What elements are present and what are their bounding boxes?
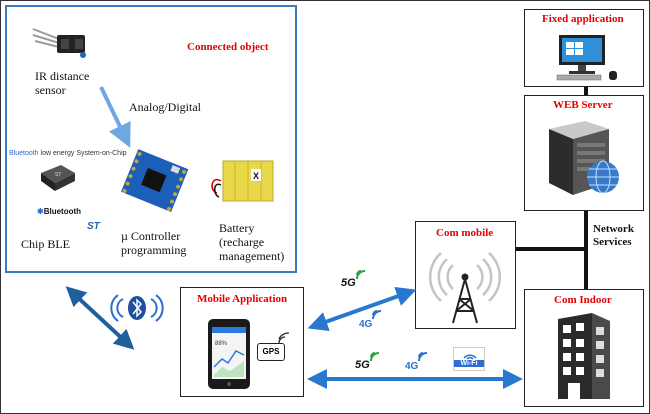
ble-brand-small: Bluetooth bbox=[9, 150, 39, 157]
mobile-application-title: Mobile Application bbox=[197, 293, 288, 305]
svg-text:88%: 88% bbox=[215, 341, 228, 347]
ble-chip-image: ST bbox=[41, 165, 75, 191]
ir-sensor-image bbox=[32, 28, 86, 58]
battery-label-line1: Battery bbox=[219, 221, 255, 235]
svg-text:ST: ST bbox=[55, 172, 61, 178]
cell-tower-icon bbox=[428, 252, 502, 324]
label-4g-mobile-text: 4G bbox=[359, 319, 373, 330]
network-services-line2: Services bbox=[593, 236, 632, 248]
indoor-link-arrow bbox=[307, 369, 523, 389]
gps-label: GPS bbox=[262, 347, 280, 356]
label-5g-indoor: 5G bbox=[355, 359, 370, 371]
com-mobile-title: Com mobile bbox=[436, 227, 494, 239]
label-5g-indoor-text: 5G bbox=[355, 359, 370, 371]
mobile-network-arrow bbox=[307, 286, 417, 332]
label-4g-mobile: 4G bbox=[359, 319, 372, 330]
com-indoor-title: Com Indoor bbox=[554, 294, 612, 306]
backbone-line bbox=[584, 211, 588, 289]
com-mobile-link-line bbox=[516, 247, 586, 251]
web-server-title: WEB Server bbox=[553, 99, 613, 111]
bluetooth-brand-text: Bluetooth bbox=[43, 207, 82, 216]
label-4g-indoor: 4G bbox=[405, 361, 418, 372]
controller-label-line1: µ Controller bbox=[121, 229, 181, 243]
controller-label-line2: programming bbox=[121, 243, 187, 257]
network-services-label: Network Services bbox=[593, 223, 634, 249]
bluetooth-icon bbox=[110, 294, 164, 322]
gps-badge: GPS bbox=[257, 343, 285, 361]
controller-label: µ Controller programming bbox=[121, 229, 186, 257]
network-services-line1: Network bbox=[593, 223, 634, 235]
microcontroller-board-image bbox=[121, 149, 189, 212]
connected-object-box bbox=[5, 5, 297, 273]
label-5g-mobile-text: 5G bbox=[341, 277, 356, 289]
signal-5g-mobile-icon bbox=[356, 270, 366, 280]
connected-object-title: Connected object bbox=[187, 41, 269, 53]
battery-pack-image: X bbox=[211, 160, 274, 202]
analog-digital-label: Analog/Digital bbox=[129, 100, 201, 114]
label-5g-mobile: 5G bbox=[341, 277, 356, 289]
chip-ble-label: Chip BLE bbox=[21, 237, 71, 251]
battery-label: Battery (recharge management) bbox=[219, 221, 284, 263]
signal-4g-mobile-icon bbox=[372, 310, 382, 320]
ir-sensor-label: IR distance sensor bbox=[35, 69, 89, 97]
wifi-label: Wi-Fi bbox=[454, 360, 484, 367]
label-4g-indoor-text: 4G bbox=[405, 361, 419, 372]
building-icon bbox=[558, 313, 610, 399]
bluetooth-brand-logo: ✱Bluetooth bbox=[37, 207, 81, 216]
desktop-computer-icon bbox=[556, 35, 617, 81]
server-to-fixed-line bbox=[584, 87, 588, 95]
ble-tagline-text: low energy System-on-Chip bbox=[40, 150, 127, 157]
wifi-badge: Wi-Fi bbox=[453, 347, 485, 371]
signal-5g-indoor-icon bbox=[370, 352, 380, 362]
ir-sensor-label-line1: IR distance bbox=[35, 69, 90, 83]
wifi-icon bbox=[463, 354, 477, 360]
smartphone-icon: 88% bbox=[208, 319, 250, 389]
bluetooth-mini-icon: ✱ bbox=[37, 207, 44, 216]
signal-4g-indoor-icon bbox=[418, 352, 428, 362]
server-globe-icon bbox=[549, 121, 619, 195]
svg-text:X: X bbox=[253, 171, 259, 181]
bluetooth-link-arrow bbox=[65, 286, 135, 350]
fixed-application-title: Fixed application bbox=[542, 13, 624, 25]
analog-digital-arrow bbox=[99, 86, 131, 148]
battery-label-line3: management) bbox=[219, 249, 285, 263]
svg-text:ST: ST bbox=[87, 221, 101, 232]
st-logo-icon: ST bbox=[87, 221, 101, 232]
ble-tagline: Bluetooth low energy System-on-Chip bbox=[9, 147, 127, 161]
ir-sensor-label-line2: sensor bbox=[35, 83, 66, 97]
gps-signal-icon bbox=[278, 332, 290, 344]
battery-label-line2: (recharge bbox=[219, 235, 265, 249]
